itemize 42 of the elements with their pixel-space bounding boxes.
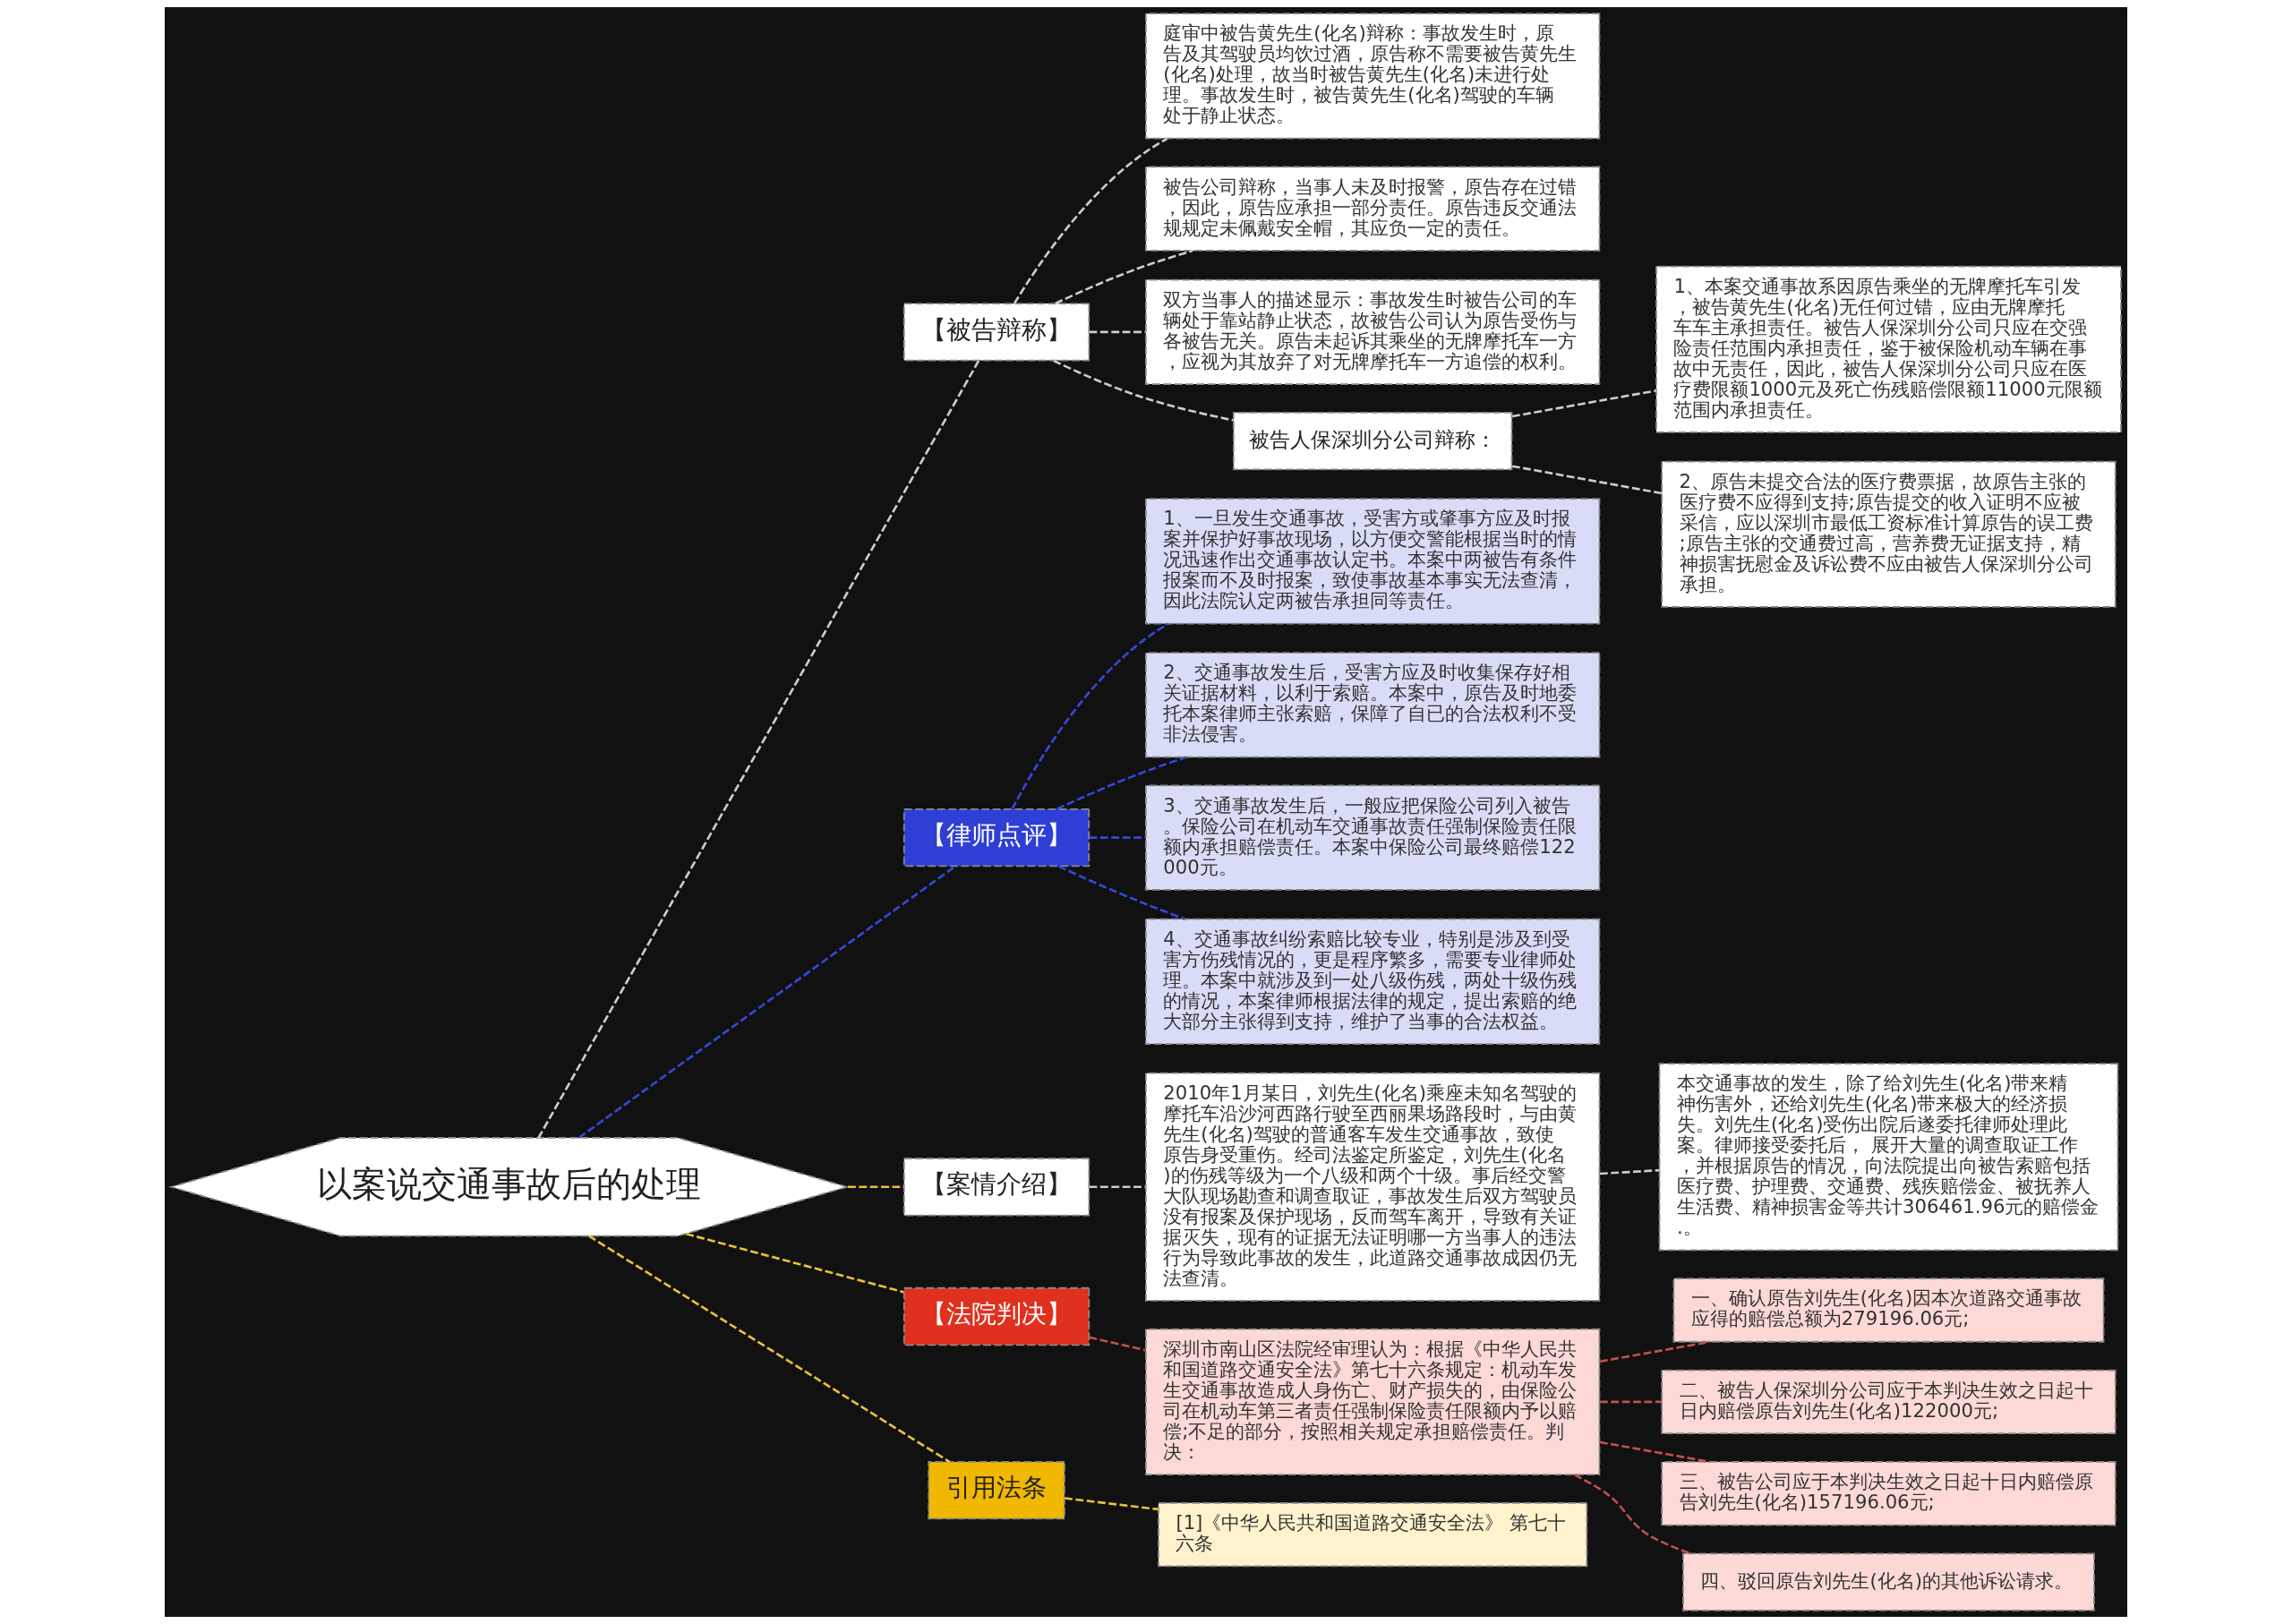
connector <box>1599 1340 1710 1363</box>
node-box: 2、交通事故发生后，受害方应及时收集保存好相关证据材料，以利于索赔。本案中，原告及时地委托本案律师主张索赔，保障了自已的合法权利不受非法侵害。 <box>1144 652 1601 758</box>
node-box: 引用法条 <box>928 1461 1065 1520</box>
connector <box>1056 756 1187 810</box>
node-box: 【律师点评】 <box>902 808 1090 868</box>
connector <box>1599 1440 1710 1464</box>
node-box: 被告公司辩称，当事人未及时报警，原告存在过错，因此，原告应承担一部分责任。原告违反交通法规规定未佩戴安全帽，其应负一定的责任。 <box>1144 166 1601 252</box>
node-box: 三、被告公司应于本判决生效之日起十日内赔偿原告刘先生(化名)157196.06元; <box>1661 1461 2117 1526</box>
connector <box>1089 1336 1146 1352</box>
node-box: 庭审中被告黄先生(化名)辩称：事故发生时，原告及其驾驶员均饮过酒，原告称不需要被告黄先生(化名)处理，故当时被告黄先生(化名)未进行处理。事故发生时，被告黄先生(化名)驾驶的车辆处于静止状态。 <box>1144 13 1601 140</box>
node-box: 【案情介绍】 <box>902 1158 1090 1217</box>
connector <box>1053 359 1234 422</box>
connector <box>1511 465 1663 495</box>
node-box: 4、交通事故纠纷索赔比较专业，特别是涉及到受害方伤残情况的，更是程序繁多，需要专业律师处理。本案中就涉及到一处八级伤残，两处十级伤残的情况，本案律师根据法律的规定，提出索赔的绝大部分主张得到支持，维护了当事的合法权益。 <box>1144 918 1601 1045</box>
node-box: 【被告辩称】 <box>902 303 1090 362</box>
node-box: 双方当事人的描述显示：事故发生时被告公司的车辆处于靠站静止状态，故被告公司认为原告受伤与各被告无关。原告未起诉其乘坐的无牌摩托车一方，应视为其放弃了对无牌摩托车一方追偿的权利。 <box>1144 278 1601 385</box>
node-box: [1]《中华人民共和国道路交通安全法》 第七十六条 <box>1158 1501 1588 1568</box>
connector <box>1065 1497 1159 1511</box>
connector <box>1599 1168 1660 1175</box>
connector <box>588 1235 951 1463</box>
connector <box>537 360 980 1139</box>
node-box: 1、一旦发生交通事故，受害方或肇事方应及时报案并保护好事故现场，以方便交警能根据当时的情况迅速作出交通事故认定书。本案中两被告有条件报案而不及时报案，致使事故基本事实无法查清，因此法院认定两被告承担同等责任。 <box>1144 498 1601 625</box>
connector <box>578 865 956 1139</box>
node-box: 1、本案交通事故系因原告乘坐的无牌摩托车引发，被告黄先生(化名)无任何过错，应由无牌摩托车车主承担责任。被告人保深圳分公司只应在交强险责任范围内承担责任，鉴于被保险机动车辆在事故中无责任，因此，被告人保深圳分公司只应在医疗费限额1000元及死亡伤残赔偿限额11000元限额范围内承担责任。 <box>1655 265 2122 433</box>
node-box: 本交通事故的发生，除了给刘先生(化名)带来精神伤害外，还给刘先生(化名)带来极大的经济损失。刘先生(化名)受伤出院后遂委托律师处理此案。律师接受委托后， 展开大量的调查取证工作，并根据原告的情况，向法院提出向被告索赔包括医疗费、护理费、交通费、残疾赔偿金、被抚养人生活费、精神损害金等共计306461.96元的赔偿金.。 <box>1658 1063 2119 1252</box>
connector <box>1573 1473 1691 1555</box>
node-box: 2010年1月某日，刘先生(化名)乘座未知名驾驶的摩托车沿沙河西路行驶至西丽果场路段时，与由黄先生(化名)驾驶的普通客车发生交通事故，致使原告身受重伤。经司法鉴定所鉴定，刘先生(化名)的伤残等级为一个八级和两个十级。事后经交警大队现场勘查和调查取证，事故发生后双方驾驶员没有报案及保护现场，反而驾车离开，导致有关证据灭失，现有的证据无法证明哪一方当事人的违法行为导致此事故的发生，此道路交通事故成因仍无法查清。 <box>1144 1072 1601 1302</box>
connector <box>1057 865 1186 920</box>
node-box: 深圳市南山区法院经审理认为：根据《中华人民共和国道路交通安全法》第七十六条规定：机动车发生交通事故造成人身伤亡、财产损失的，由保险公司在机动车第三者责任强制保险责任限额内予以赔偿;不足的部分，按照相关规定承担赔偿责任。判决： <box>1144 1328 1601 1475</box>
connector <box>1600 1400 1663 1404</box>
connector <box>1013 137 1168 304</box>
connector <box>1055 249 1193 305</box>
node-box: 2、原告未提交合法的医疗费票据，故原告主张的医疗费不应得到支持;原告提交的收入证明不应被采信，应以深圳市最低工资标准计算原告的误工费;原告主张的交通费过高，营养费无证据支持，精神损害抚慰金及诉讼费不应由被告人保深圳分公司承担。 <box>1661 460 2117 608</box>
connector <box>1011 622 1169 810</box>
connector <box>1511 389 1657 418</box>
node-box: 【法院判决】 <box>902 1286 1090 1346</box>
node-box: 3、交通事故发生后，一般应把保险公司列入被告。保险公司在机动车交通事故责任强制保险责任限额内承担赔偿责任。本案中保险公司最终赔偿122000元。 <box>1144 784 1601 891</box>
node-box: 二、被告人保深圳分公司应于本判决生效之日起十日内赔偿原告刘先生(化名)122000元; <box>1661 1369 2117 1434</box>
node-box: 一、确认原告刘先生(化名)因本次道路交通事故应得的赔偿总额为279196.06元; <box>1672 1278 2105 1343</box>
node-box: 被告人保深圳分公司辩称： <box>1232 412 1513 471</box>
connector <box>686 1232 904 1294</box>
node-box: 四、驳回原告刘先生(化名)的其他诉讼请求。 <box>1682 1552 2095 1611</box>
